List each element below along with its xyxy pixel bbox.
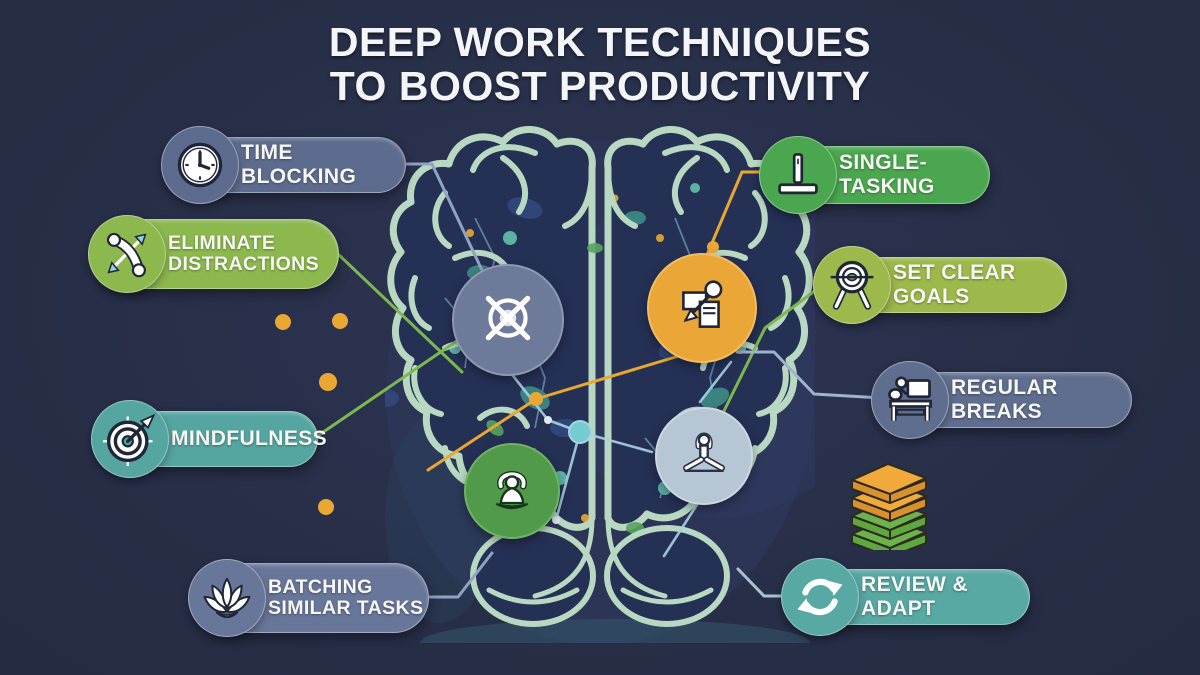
pill-review-adapt: REVIEW & ADAPT: [781, 558, 1030, 636]
pill-label: SET CLEAR GOALS: [893, 261, 1016, 308]
meditation-icon: [484, 461, 540, 522]
target-stand-icon: [813, 246, 891, 324]
no-distraction-icon: [477, 287, 539, 354]
pill-eliminate-distractions: ELIMINATE DISTRACTIONS: [88, 215, 339, 293]
badge-meditation: [464, 443, 560, 539]
yoga-icon: [676, 426, 732, 487]
pinned-notes-icon: [671, 275, 733, 342]
badge-pinned-notes: [647, 253, 757, 363]
target-arrow-icon: [91, 400, 169, 478]
refresh-icon: [781, 558, 859, 636]
lotus-icon: [188, 559, 266, 637]
clock-icon: [161, 126, 239, 204]
pill-single-tasking: SINGLE-TASKING: [759, 136, 990, 214]
pill-regular-breaks: REGULAR BREAKS: [871, 361, 1132, 439]
pill-mindfulness: MINDFULNESS: [91, 400, 327, 478]
page-title: DEEP WORK TECHNIQUES TO BOOST PRODUCTIVI…: [0, 20, 1200, 109]
no-phone-icon: [88, 215, 166, 293]
pill-label: REVIEW & ADAPT: [861, 573, 969, 620]
pill-label: MINDFULNESS: [171, 427, 328, 450]
pill-set-clear-goals: SET CLEAR GOALS: [813, 246, 1067, 324]
badge-no-distractions: [452, 264, 564, 376]
title-line-1: DEEP WORK TECHNIQUES: [328, 19, 872, 65]
pill-label: SINGLE-TASKING: [839, 151, 935, 198]
pill-label-line1: ELIMINATE: [168, 231, 276, 254]
pill-label: TIME BLOCKING: [241, 141, 357, 188]
pill-label-line1: BATCHING: [268, 575, 373, 598]
badge-yoga: [655, 407, 753, 505]
pill-label: REGULAR BREAKS: [951, 376, 1058, 423]
title-line-2: TO BOOST PRODUCTIVITY: [329, 63, 871, 110]
pill-time-blocking: TIME BLOCKING: [161, 126, 406, 204]
pill-batching: BATCHING SIMILAR TASKS: [188, 559, 429, 637]
desk-rest-icon: [871, 361, 949, 439]
pill-label-line2: SIMILAR TASKS: [268, 597, 424, 619]
pill-label-line2: DISTRACTIONS: [168, 253, 320, 275]
books-stack-icon: [844, 458, 934, 558]
single-task-icon: [759, 136, 837, 214]
